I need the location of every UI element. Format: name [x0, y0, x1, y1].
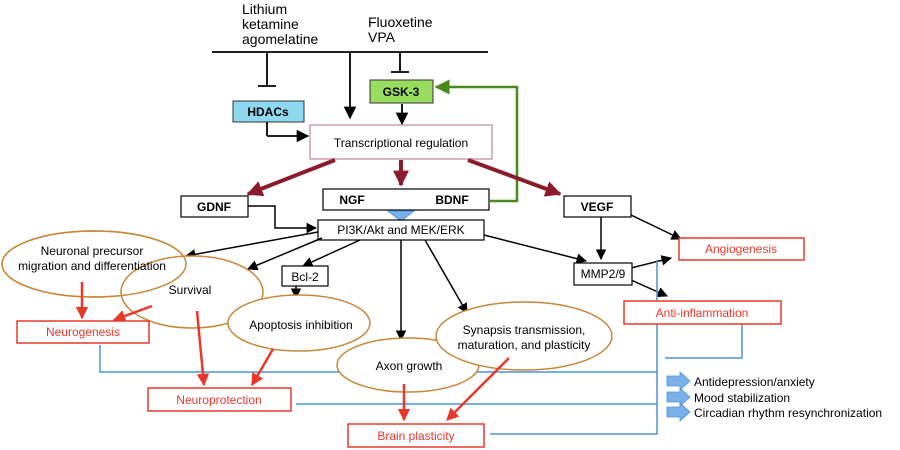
- synapsis-label-line1: Synapsis transmission,: [463, 323, 586, 337]
- neurogenesis-label: Neurogenesis: [46, 325, 120, 339]
- survival-ellipse: [120, 255, 264, 329]
- synapsis-label-line2: maturation, and plasticity: [458, 338, 591, 352]
- drug-connectors: [212, 51, 488, 143]
- gsk3-node: GSK-3: [369, 79, 434, 104]
- vegf-to-angiogenesis-arrow: [630, 214, 682, 240]
- vegf-label: VEGF: [581, 200, 614, 214]
- effect-arrow-1: [666, 371, 691, 391]
- survival-to-neuroprotection-arrow: [195, 310, 210, 387]
- drug-group-1: Lithium ketamine agomelatine: [242, 1, 318, 47]
- effect-arrow-3: [666, 402, 691, 422]
- transcription-to-vegf-arrow: [467, 158, 562, 197]
- effect-mood-stabilization: Mood stabilization: [694, 391, 790, 405]
- drug-group-2: Fluoxetine VPA: [368, 14, 433, 45]
- outcome-boxes: Neurogenesis Neuroprotection Brain plast…: [16, 237, 805, 448]
- survival-to-neurogenesis-arrow: [112, 304, 153, 322]
- transcriptional-regulation-node: Transcriptional regulation: [309, 124, 493, 160]
- gsk3-label: GSK-3: [383, 85, 420, 99]
- bcl2-node: Bcl-2: [281, 265, 329, 287]
- outcome-arrows: [75, 282, 510, 422]
- pi3k-label: PI3K/Akt and MEK/ERK: [337, 223, 464, 237]
- pi3k-to-mmp-arrow: [483, 234, 588, 264]
- drug-lithium: Lithium: [242, 1, 287, 17]
- neuroprotection-label: Neuroprotection: [176, 393, 261, 407]
- gdnf-label: GDNF: [197, 200, 231, 214]
- effect-circadian: Circadian rhythm resynchronization: [694, 406, 882, 420]
- bdnf-to-gsk3-feedback-arrow: [434, 79, 519, 203]
- mmp-node: MMP2/9: [573, 262, 633, 286]
- survival-label: Survival: [169, 283, 212, 297]
- pi3k-to-precursor-arrow: [184, 231, 319, 260]
- apoptosis-ellipse: [227, 294, 371, 352]
- mmp-to-anti-inflammation-arrow: [630, 279, 668, 297]
- ngf-bdnf-node: NGF BDNF: [322, 188, 490, 211]
- precursor-label-line2: migration and differentiation: [18, 259, 166, 273]
- apoptosis-to-neuroprotection-arrow: [250, 348, 275, 387]
- hdacs-label: HDACs: [247, 105, 289, 119]
- angiogenesis-label: Angiogenesis: [705, 242, 777, 256]
- anti-inflammation-box: [623, 300, 782, 325]
- transcription-output-arrows: [246, 158, 562, 197]
- apoptosis-label: Apoptosis inhibition: [249, 318, 352, 332]
- effect-labels: Antidepression/anxiety Mood stabilizatio…: [694, 375, 882, 420]
- transcription-to-gdnf-arrow: [246, 158, 336, 197]
- pi3k-node: PI3K/Akt and MEK/ERK: [317, 219, 485, 241]
- anti-inflammation-connector: [665, 322, 743, 359]
- drug-ketamine: ketamine: [242, 16, 299, 32]
- drug-agomelatine: agomelatine: [242, 31, 318, 47]
- effect-arrows: [666, 371, 691, 422]
- vegf-node: VEGF: [563, 195, 632, 218]
- precursor-label-line1: Neuronal precursor: [41, 244, 144, 258]
- bdnf-label: BDNF: [435, 193, 468, 207]
- angiogenesis-box: [678, 237, 805, 261]
- synapsis-ellipse: [435, 301, 613, 371]
- drug-vpa: VPA: [368, 29, 396, 45]
- brain-plasticity-box: [347, 423, 485, 448]
- pi3k-to-survival-arrow: [247, 237, 323, 271]
- effect-antidepression: Antidepression/anxiety: [694, 375, 815, 389]
- drug-fluoxetine: Fluoxetine: [368, 14, 433, 30]
- gdnf-node: GDNF: [180, 195, 249, 218]
- pathway-arrows: [184, 214, 682, 342]
- bcl2-label: Bcl-2: [291, 270, 319, 284]
- mmp-to-angiogenesis-arrow: [630, 255, 673, 269]
- ngf-label: NGF: [339, 193, 364, 207]
- process-labels: Neuronal precursor migration and differe…: [18, 244, 590, 373]
- convergence-triangle: [386, 210, 416, 222]
- mmp-label: MMP2/9: [581, 267, 626, 281]
- precursor-ellipse-outline: [1, 230, 187, 298]
- pi3k-to-bcl2-arrow: [302, 239, 361, 267]
- anti-inflammation-label: Anti-inflammation: [656, 306, 749, 320]
- gdnf-to-pi3k-arrow: [248, 205, 318, 234]
- pi3k-to-synapsis-arrow: [424, 239, 468, 314]
- axon-label: Axon growth: [376, 359, 443, 373]
- synapsis-to-plasticity-arrow: [446, 357, 510, 421]
- effect-arrow-2: [666, 387, 691, 407]
- brain-plasticity-label: Brain plasticity: [377, 429, 454, 443]
- neuroprotection-box: [147, 387, 292, 412]
- neurogenesis-box: [16, 320, 150, 344]
- hdacs-node: HDACs: [232, 100, 305, 123]
- transcriptional-regulation-label: Transcriptional regulation: [334, 136, 468, 150]
